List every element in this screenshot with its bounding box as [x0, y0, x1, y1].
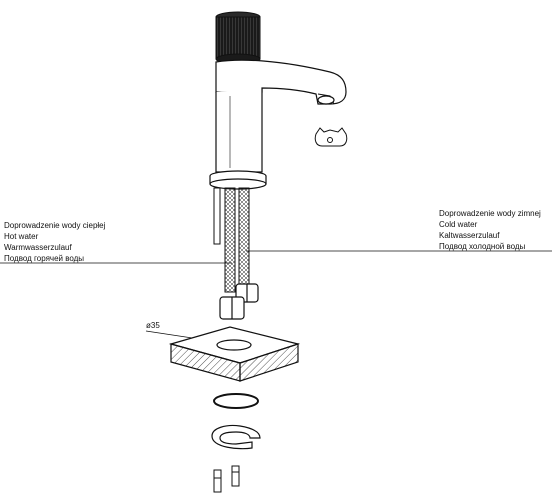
countertop-block: [168, 326, 301, 382]
hole-diameter-label: ø35: [146, 321, 160, 330]
mounting-stud: [213, 187, 221, 245]
faucet-handle: [215, 11, 261, 65]
hot-water-label: Doprowadzenie wody ciepłej Hot water War…: [4, 220, 105, 264]
fixing-studs: [213, 465, 240, 493]
hot-water-label-ru: Подвод горячей воды: [4, 254, 85, 263]
hot-water-label-en: Hot water: [4, 232, 39, 241]
cold-water-label: Doprowadzenie wody zimnej Cold water Kal…: [439, 208, 541, 252]
cold-water-label-pl: Doprowadzenie wody zimnej: [439, 209, 541, 218]
horseshoe-washer: [211, 424, 261, 450]
cold-water-label-ru: Подвод холодной воды: [439, 242, 526, 251]
cold-water-label-en: Cold water: [439, 220, 478, 229]
faucet-body: [215, 88, 263, 173]
hot-water-label-de: Warmwasserzulauf: [4, 243, 72, 252]
hot-water-label-pl: Doprowadzenie wody ciepłej: [4, 221, 106, 230]
o-ring: [213, 393, 259, 409]
faucet-spout: [215, 59, 347, 105]
base-flange: [209, 170, 267, 190]
supply-hoses: [224, 187, 250, 293]
cold-water-label-de: Kaltwasserzulauf: [439, 231, 500, 240]
leader-lines: [0, 250, 552, 345]
hose-nuts: [219, 283, 259, 320]
aerator-key: [314, 127, 348, 147]
